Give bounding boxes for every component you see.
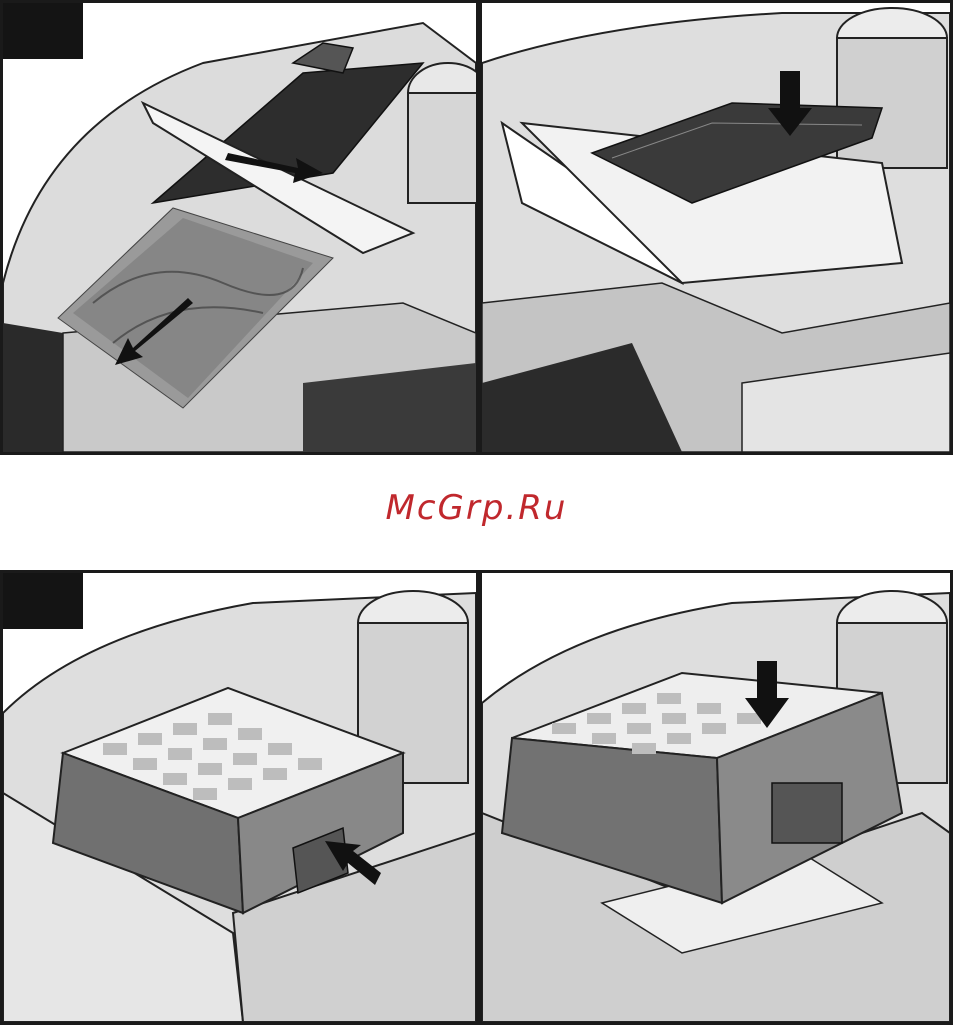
illustration-remove-filter [3, 3, 476, 452]
illustration-press-hepa [482, 573, 950, 1022]
step-tab-icon [3, 3, 83, 59]
illustration-insert-hepa [3, 573, 476, 1022]
instruction-panel-2 [479, 0, 953, 455]
watermark-text: McGrp.Ru [0, 488, 953, 528]
instruction-panel-4 [479, 570, 953, 1025]
instruction-panel-1 [0, 0, 479, 455]
illustration-press-frame [482, 3, 950, 452]
step-tab-icon [3, 573, 83, 629]
instruction-panel-3 [0, 570, 479, 1025]
